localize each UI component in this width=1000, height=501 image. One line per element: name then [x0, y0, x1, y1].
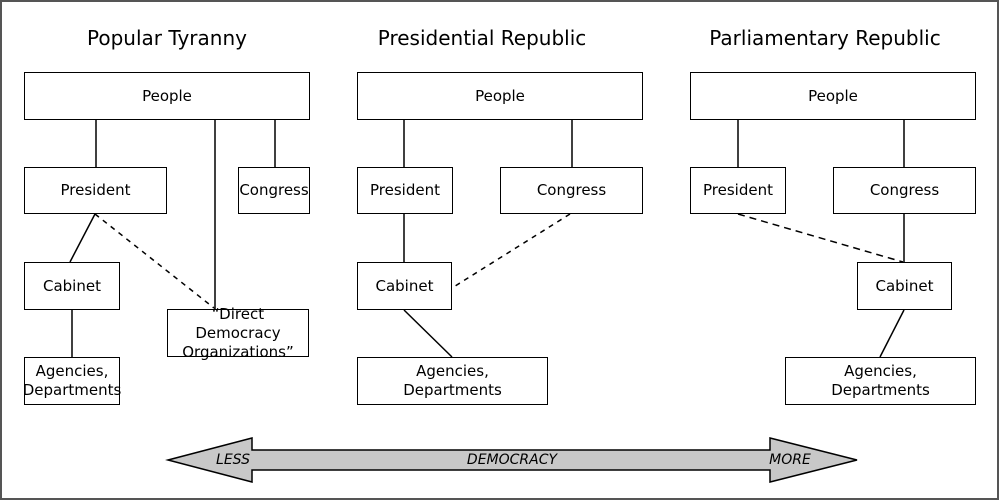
- pa-congress-box: Congress: [833, 167, 976, 214]
- pt-cabinet-box: Cabinet: [24, 262, 120, 310]
- pa-cabinet-agencies-line: [879, 309, 905, 358]
- pr-people-box: People: [357, 72, 643, 120]
- arrow-democracy-label: DEMOCRACY: [466, 452, 558, 468]
- pt-congress-box: Congress: [238, 167, 310, 214]
- pr-cabinet-agencies-line: [403, 309, 453, 358]
- title-parliamentary-republic: Parliamentary Republic: [709, 26, 941, 50]
- democracy-arrow-shape: [165, 437, 858, 483]
- arrow-more-label: MORE: [769, 452, 811, 468]
- pt-direct-democracy-box: “Direct Democracy Organizations”: [167, 305, 309, 361]
- pr-president-box: President: [357, 167, 453, 214]
- pt-president-box: President: [24, 167, 167, 214]
- pa-president-box: President: [690, 167, 786, 214]
- pa-president-cabinet-dashed-line: [737, 213, 904, 263]
- pa-people-box: People: [690, 72, 976, 120]
- pt-agencies-box: Agencies, Departments: [23, 357, 121, 405]
- pa-cabinet-box: Cabinet: [857, 262, 952, 310]
- pa-agencies-box: Agencies, Departments: [785, 357, 976, 405]
- pt-people-box: People: [24, 72, 310, 120]
- pr-congress-box: Congress: [500, 167, 643, 214]
- title-popular-tyranny: Popular Tyranny: [87, 26, 247, 50]
- title-presidential-republic: Presidential Republic: [377, 26, 587, 50]
- pr-cabinet-box: Cabinet: [357, 262, 452, 310]
- arrow-less-label: LESS: [216, 452, 250, 468]
- pr-congress-cabinet-dashed-line: [451, 213, 571, 289]
- pr-agencies-box: Agencies, Departments: [357, 357, 548, 405]
- pt-president-cabinet-line: [69, 213, 96, 263]
